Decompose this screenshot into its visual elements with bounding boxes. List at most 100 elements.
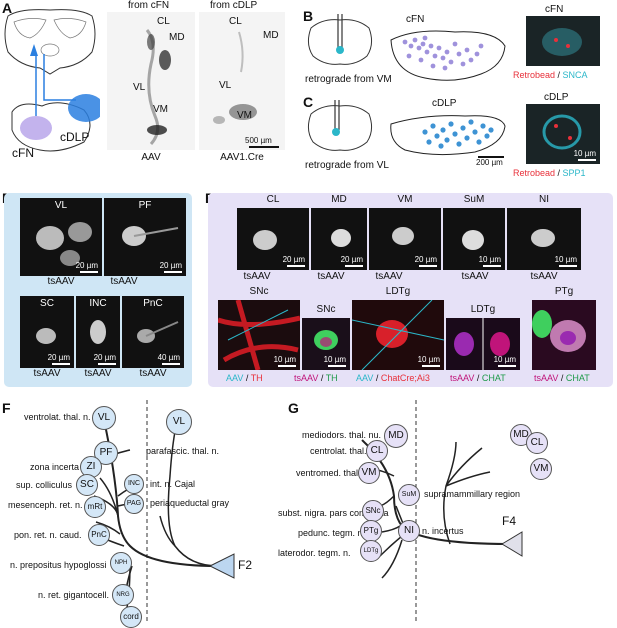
e-cap2-b: TH (325, 373, 338, 383)
micro-e-snc1: 10 µm (218, 300, 300, 370)
e-cap4-sep: / (474, 373, 482, 383)
micro-d-vl-cap: tsAAV (47, 276, 75, 287)
region-cfn-label: cFN (12, 146, 34, 160)
panel-b-legend-b: SNCA (562, 70, 588, 80)
micro-e-snc1-scale: 10 µm (274, 355, 296, 367)
f-node-vl: VL (92, 406, 116, 430)
micro-e-md-scale: 20 µm (341, 255, 363, 267)
e-cap2-a: tsAAV (294, 373, 319, 383)
left-label-cl: CL (157, 16, 170, 27)
panel-a-cap-right: AAV1.Cre (220, 152, 264, 163)
g-node-cl-right: CL (526, 432, 548, 454)
micro-e-ldtg2: 10 µm (446, 318, 520, 370)
histology-cfn: CL MD VL VM (107, 12, 195, 150)
e-cap5-b: CHAT (565, 373, 590, 383)
f-mid1-name: int. n. Cajal (150, 479, 196, 489)
e-cap3-b: ChatCre;Ai3 (380, 373, 430, 383)
histology-cdlp: CL MD VL VM 500 µm (199, 12, 285, 150)
g-node-snc: SNc (362, 500, 384, 522)
panel-b-legend-a: Retrobead (513, 70, 556, 80)
micro-e-vm-cap: tsAAV (375, 271, 403, 282)
micro-e-snc2-title: SNc (316, 304, 336, 315)
f-row2-name: sup. colliculus (16, 480, 73, 490)
g-node-ldtg: LDTg (360, 540, 382, 562)
f-node-nph: NPH (110, 552, 132, 574)
g-row0-name: mediodors. thal. nu. (302, 430, 382, 440)
e-cap5-sep: / (558, 373, 566, 383)
micro-d-pf-scale: 20 µm (160, 261, 182, 273)
micro-d-pnc-scale: 40 µm (158, 353, 180, 365)
micro-d-sc: SC 20 µm (20, 296, 74, 368)
micro-e-ni: 10 µm (507, 208, 581, 270)
f-node-mrt: mRt (84, 496, 106, 518)
panel-a-schematic (4, 9, 100, 152)
micro-e-vm: 20 µm (369, 208, 441, 270)
g-row2-name: ventromed. thal. n. (296, 468, 371, 478)
panel-b-micro-title: cFN (545, 4, 564, 15)
micro-cfn (526, 16, 600, 66)
micro-d-inc-cap: tsAAV (84, 368, 112, 379)
f-node-sc: SC (76, 474, 98, 496)
e-cap2-sep: / (318, 373, 326, 383)
g-node-cl: CL (366, 440, 388, 462)
e-cap4-a: tsAAV (450, 373, 475, 383)
micro-e-cl-cap: tsAAV (243, 271, 271, 282)
right-label-vl: VL (219, 80, 232, 91)
f-mid2-name: periaqueductal gray (150, 498, 230, 508)
micro-e-ni-scale: 10 µm (555, 255, 577, 267)
micro-d-sc-scale: 20 µm (48, 353, 70, 365)
g-node-vm: VM (358, 462, 380, 484)
e-cap3-sep: / (373, 373, 381, 383)
panel-c-scale-label: 200 µm (476, 158, 503, 167)
right-label-md: MD (263, 30, 279, 41)
micro-d-sc-title: SC (40, 298, 54, 309)
e-cap1-sep: / (243, 373, 251, 383)
micro-e-ptg (532, 300, 596, 370)
panel-c-micro-title: cDLP (544, 92, 569, 103)
f-row0-name: ventrolat. thal. n. (24, 412, 91, 422)
f-row3-name: mesenceph. ret. n. (8, 500, 83, 510)
e-cap1-b: TH (250, 373, 263, 383)
e-cap5-a: tsAAV (534, 373, 559, 383)
panel-c-brain (307, 100, 373, 151)
f-node-nrg: NRG (112, 584, 134, 606)
f-row1-name: zona incerta (30, 462, 80, 472)
panel-b-brain (307, 14, 373, 65)
panel-b-cluster (390, 30, 506, 81)
panel-g-root: F4 (502, 514, 517, 528)
panel-c-scale-bar (478, 156, 504, 158)
micro-cdlp: 10 µm (526, 104, 600, 164)
micro-e-ldtg1-title: LDTg (385, 286, 411, 297)
f-node-pnc: PnC (88, 524, 110, 546)
panel-b-caption: retrograde from VM (305, 74, 392, 85)
micro-d-pnc-title: PnC (143, 298, 163, 309)
f-row5-name: n. prepositus hypoglossi (10, 560, 107, 570)
f-row4-name: pon. ret. n. caud. (14, 530, 82, 540)
micro-e-sum-title: SuM (463, 194, 485, 205)
g-node-ni: NI (398, 520, 420, 542)
panel-c-caption: retrograde from VL (305, 160, 389, 171)
micro-d-pf-title: PF (138, 200, 152, 211)
left-label-vm: VM (153, 104, 168, 115)
panel-f-root: F2 (238, 558, 253, 572)
panel-a-cap-left: AAV (141, 152, 161, 163)
e-cap4-b: CHAT (481, 373, 506, 383)
f-node-pag: PAG (124, 494, 144, 514)
micro-e-ldtg2-title: LDTg (470, 304, 496, 315)
g-row4-name: pedunc. tegm. n. (298, 528, 366, 538)
e-cap3-a: AAV (356, 373, 374, 383)
left-label-md: MD (169, 32, 185, 43)
micro-d-vl-title: VL (54, 200, 68, 211)
f-node-cord: cord (120, 606, 142, 628)
micro-e-snc2: 10 µm (302, 318, 350, 370)
micro-d-pf: PF 20 µm (104, 198, 186, 276)
micro-d-pnc-cap: tsAAV (139, 368, 167, 379)
panel-b-letter: B (303, 8, 314, 24)
f-row6-name: n. ret. gigantocell. (38, 590, 110, 600)
panel-c-legend-a: Retrobead (513, 168, 556, 178)
micro-d-pnc: PnC 40 µm (122, 296, 184, 368)
panel-g-letter: G (288, 400, 299, 416)
micro-e-vm-title: VM (397, 194, 413, 205)
micro-e-vm-scale: 20 µm (415, 255, 437, 267)
micro-d-vl-scale: 20 µm (76, 261, 98, 273)
